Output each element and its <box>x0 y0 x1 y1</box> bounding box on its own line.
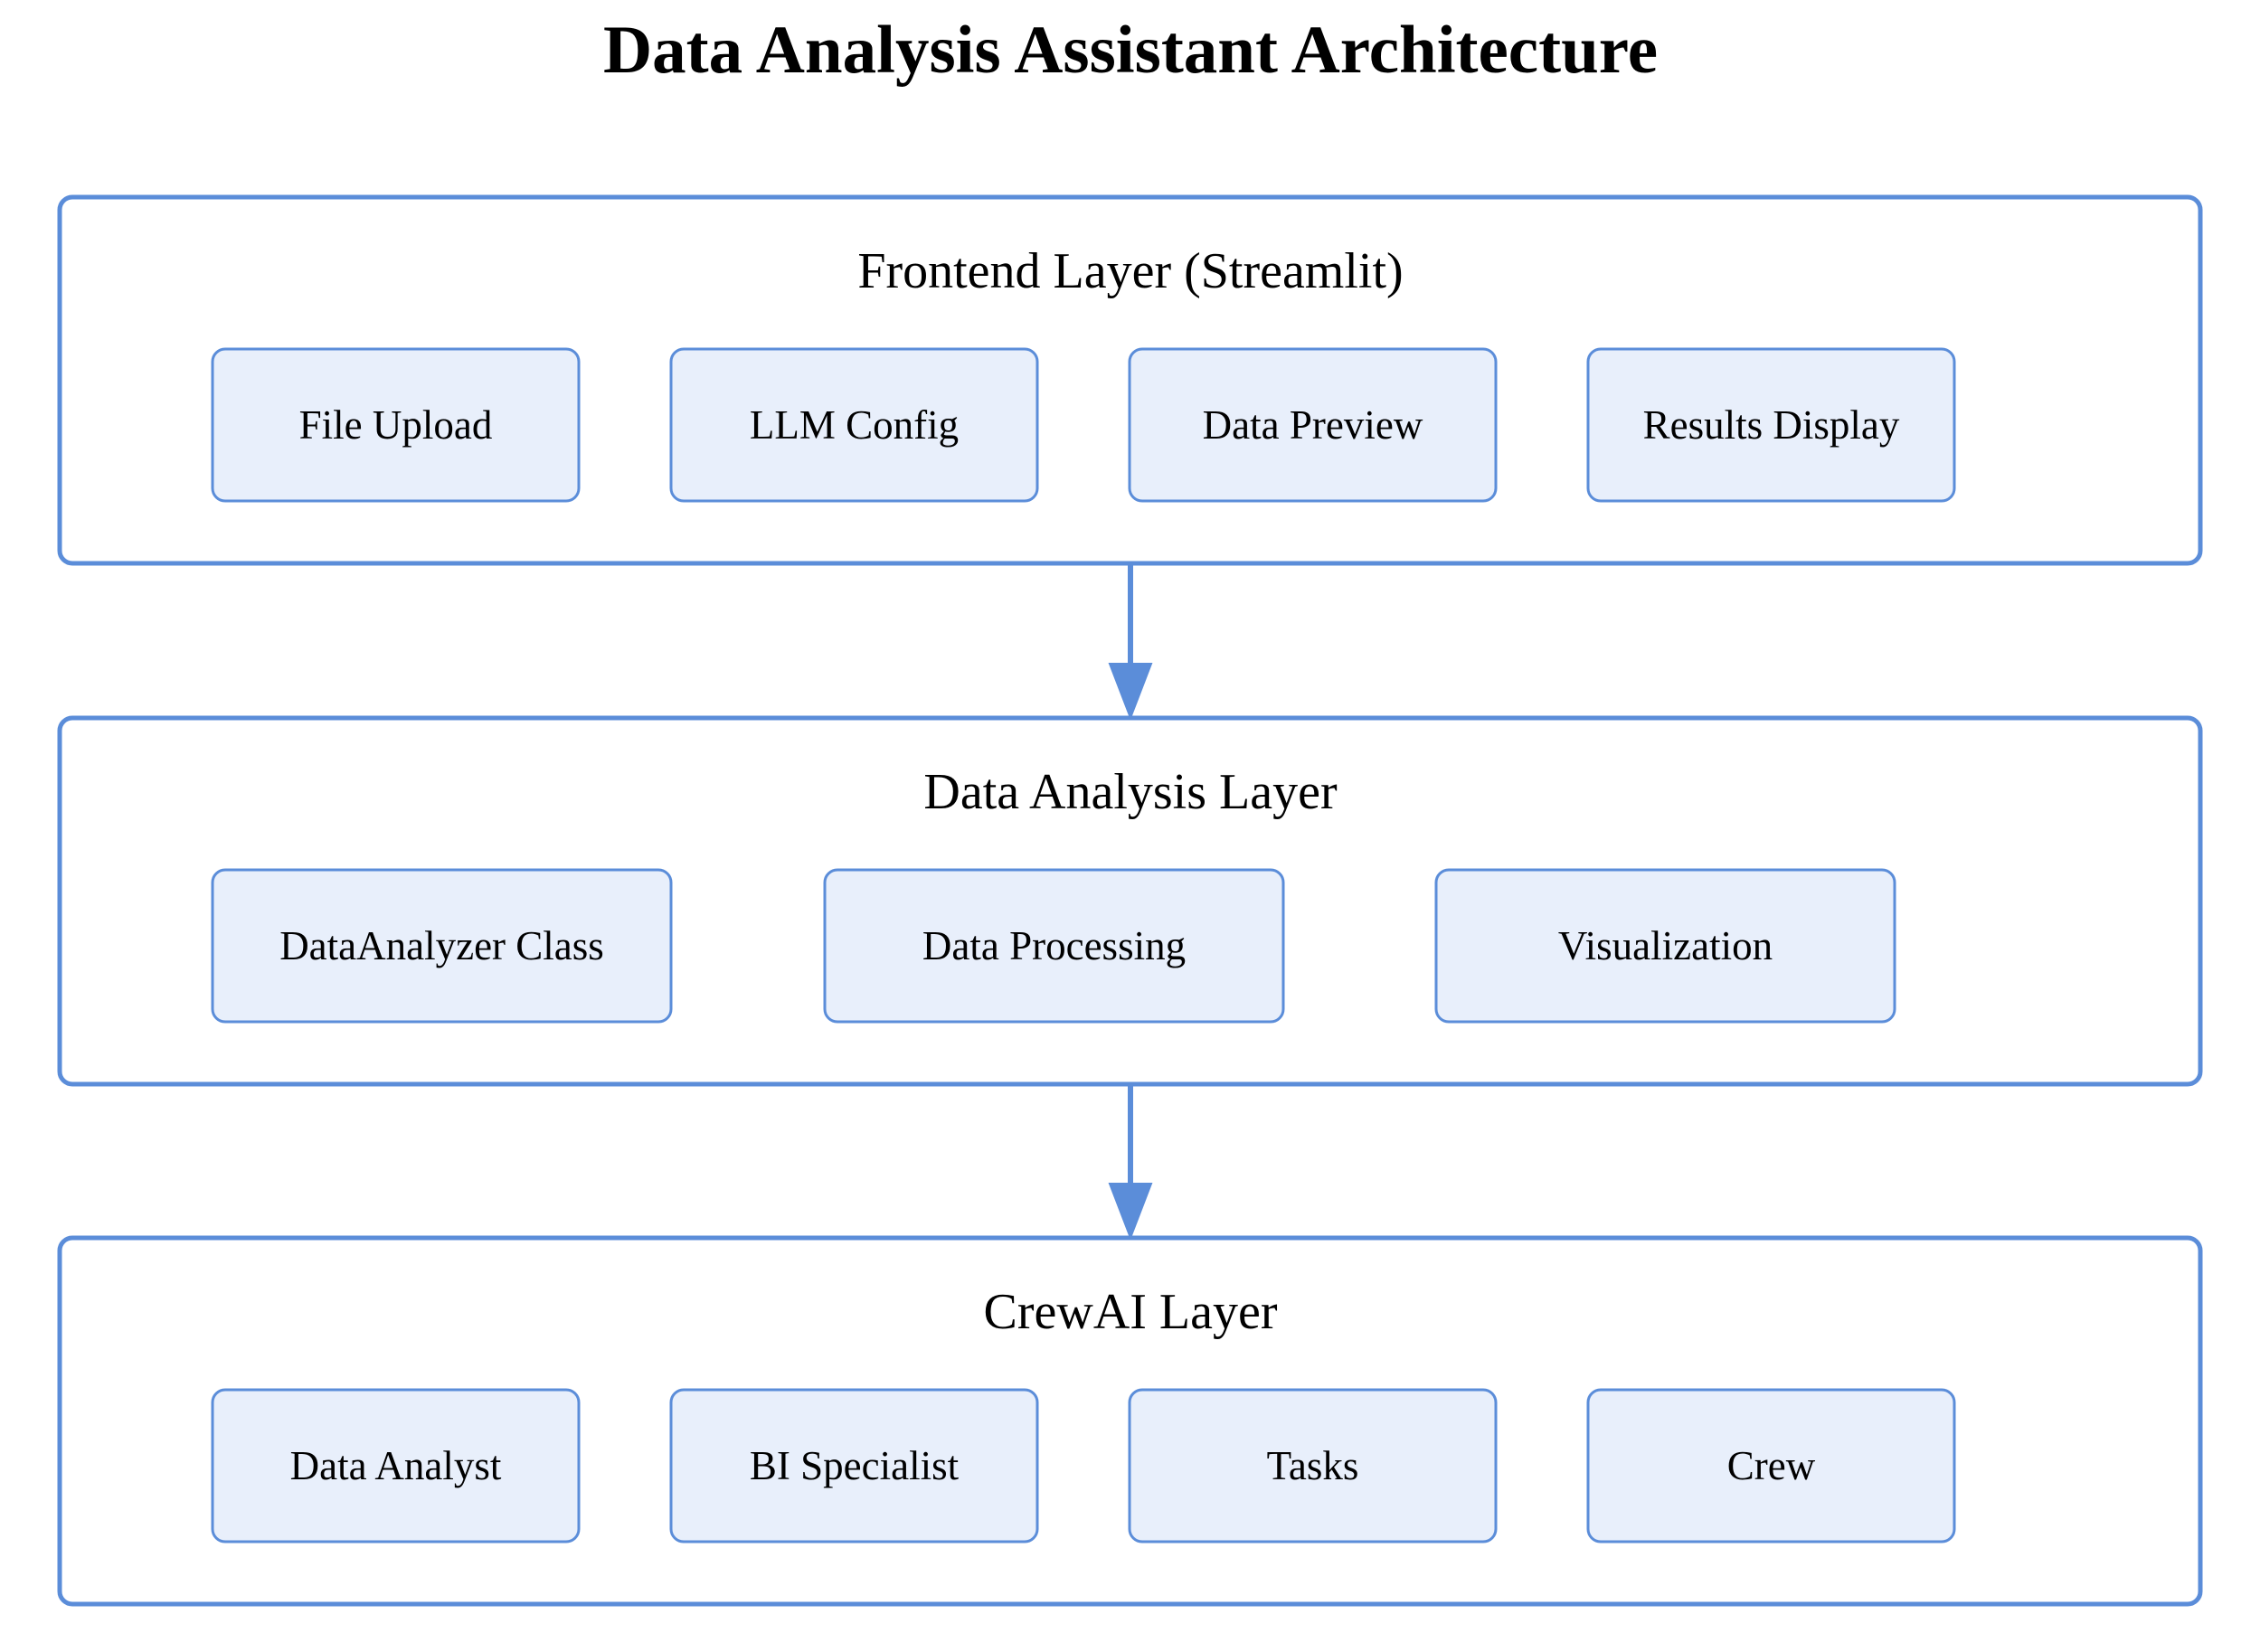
component-data-processing: Data Processing <box>823 868 1285 1024</box>
component-box <box>669 1388 1039 1543</box>
component-box <box>669 347 1039 503</box>
edge-arrow <box>1108 563 1153 721</box>
component-label: File Upload <box>299 402 493 448</box>
component-box <box>211 868 673 1024</box>
component-box <box>211 1388 581 1543</box>
diagram-title: Data Analysis Assistant Architecture <box>603 13 1658 88</box>
component-label: DataAnalyzer Class <box>279 923 604 968</box>
component-tasks: Tasks <box>1128 1388 1498 1543</box>
layer-title: Frontend Layer (Streamlit) <box>857 243 1403 299</box>
component-label: Visualization <box>1558 923 1773 968</box>
component-data-analyst: Data Analyst <box>211 1388 581 1543</box>
component-file-upload: File Upload <box>211 347 581 503</box>
component-label: LLM Config <box>750 402 959 448</box>
component-label: Data Preview <box>1203 402 1423 448</box>
component-label: Data Processing <box>922 923 1186 968</box>
layer-title: CrewAI Layer <box>984 1284 1278 1340</box>
component-box <box>823 868 1285 1024</box>
component-box <box>1586 1388 1956 1543</box>
component-box <box>1128 347 1498 503</box>
arrowhead-icon <box>1108 1183 1153 1241</box>
component-crew: Crew <box>1586 1388 1956 1543</box>
layers: Frontend Layer (Streamlit) File Upload LLM… <box>57 194 2203 1607</box>
component-box <box>1586 347 1956 503</box>
component-label: Tasks <box>1267 1443 1359 1488</box>
component-box <box>1128 1388 1498 1543</box>
component-data-preview: Data Preview <box>1128 347 1498 503</box>
component-label: BI Specialist <box>750 1443 960 1488</box>
layer-frontend-layer-streamlit: Frontend Layer (Streamlit) File Upload LLM… <box>57 194 2203 566</box>
edge-arrow <box>1108 1084 1153 1241</box>
component-results-display: Results Display <box>1586 347 1956 503</box>
component-box <box>1434 868 1896 1024</box>
component-box <box>211 347 581 503</box>
layer-title: Data Analysis Layer <box>923 764 1338 820</box>
component-label: Data Analyst <box>290 1443 502 1488</box>
component-llm-config: LLM Config <box>669 347 1039 503</box>
arrowhead-icon <box>1108 663 1153 721</box>
component-dataanalyzer-class: DataAnalyzer Class <box>211 868 673 1024</box>
component-label: Crew <box>1727 1443 1816 1488</box>
component-visualization: Visualization <box>1434 868 1896 1024</box>
component-label: Results Display <box>1643 402 1900 448</box>
edges <box>1108 563 1153 1241</box>
component-bi-specialist: BI Specialist <box>669 1388 1039 1543</box>
